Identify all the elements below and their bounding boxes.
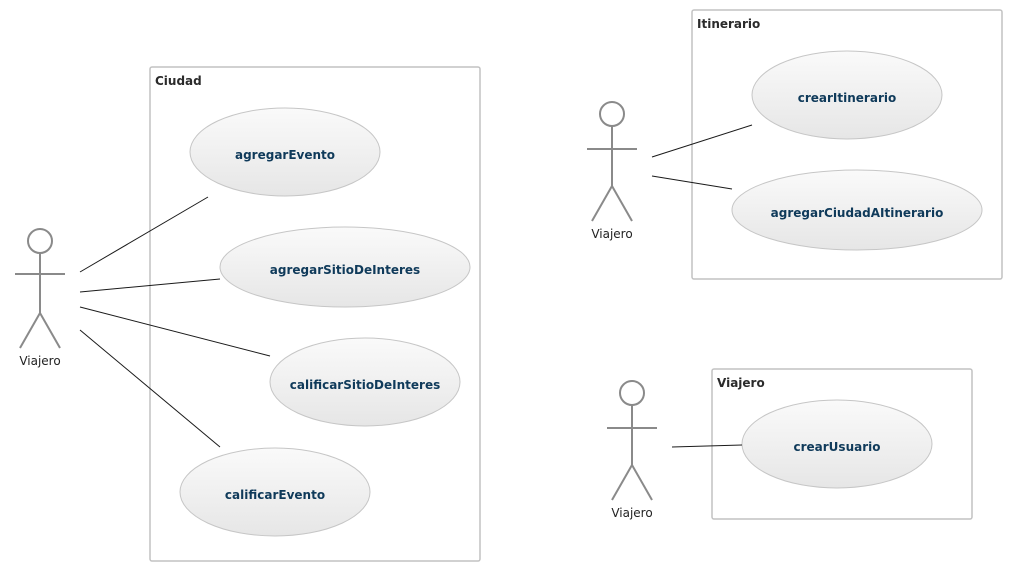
association-agregar-evento (79, 196, 209, 273)
actor-head (599, 101, 625, 127)
use-case-agregar-ciudad-a-itinerario[interactable]: agregarCiudadAItinerario (731, 169, 983, 251)
actor-left-leg (19, 312, 41, 349)
actor-right-leg (631, 464, 653, 501)
use-case-label: calificarEvento (225, 488, 325, 502)
actor-head (619, 380, 645, 406)
association-calificar-sitio-de-interes (79, 306, 271, 357)
actor-label: Viajero (19, 354, 60, 368)
system-itinerario-title: Itinerario (697, 17, 760, 31)
actor-viajero-ciudad[interactable]: Viajero (15, 228, 65, 368)
system-viajero: Viajero crearUsuario (711, 368, 973, 520)
use-case-ellipse (269, 337, 461, 427)
use-case-ellipse (731, 169, 983, 251)
use-case-ellipse (219, 226, 471, 308)
use-case-ellipse (751, 50, 943, 140)
association-agregar-sitio-de-interes (79, 278, 221, 293)
association-crear-usuario (671, 444, 743, 448)
actor-right-leg (611, 185, 633, 222)
actor-left-leg (591, 185, 613, 222)
system-viajero-title: Viajero (717, 376, 765, 390)
use-case-ellipse (189, 107, 381, 197)
use-case-agregar-sitio-de-interes[interactable]: agregarSitioDeInteres (219, 226, 471, 308)
actor-right-leg (39, 312, 61, 349)
use-case-label: crearUsuario (794, 440, 881, 454)
actor-label: Viajero (591, 227, 632, 241)
actor-viajero-itinerario[interactable]: Viajero (587, 101, 637, 241)
use-case-label: agregarSitioDeInteres (270, 263, 420, 277)
use-case-calificar-sitio-de-interes[interactable]: calificarSitioDeInteres (269, 337, 461, 427)
association-crear-itinerario (651, 124, 753, 158)
use-case-label: crearItinerario (798, 91, 896, 105)
use-case-label: agregarCiudadAItinerario (771, 206, 944, 220)
use-case-ellipse (179, 447, 371, 537)
use-case-crear-usuario[interactable]: crearUsuario (741, 399, 933, 489)
actor-left-leg (611, 464, 633, 501)
association-agregar-ciudad-a-itinerario (651, 175, 733, 190)
actor-head (27, 228, 53, 254)
actor-label: Viajero (611, 506, 652, 520)
use-case-agregar-evento[interactable]: agregarEvento (189, 107, 381, 197)
system-ciudad-title: Ciudad (155, 74, 202, 88)
actor-viajero-viajero[interactable]: Viajero (607, 380, 657, 520)
use-case-label: calificarSitioDeInteres (290, 378, 441, 392)
use-case-ellipse (741, 399, 933, 489)
use-case-label: agregarEvento (235, 148, 335, 162)
association-calificar-evento (79, 329, 221, 448)
system-ciudad-boundary (149, 66, 481, 562)
system-itinerario: Itinerario crearItinerario agregarCiudad… (691, 9, 1003, 280)
use-case-crear-itinerario[interactable]: crearItinerario (751, 50, 943, 140)
system-ciudad: Ciudad agregarEvento agregarSitioDeInter… (149, 66, 481, 562)
use-case-calificar-evento[interactable]: calificarEvento (179, 447, 371, 537)
